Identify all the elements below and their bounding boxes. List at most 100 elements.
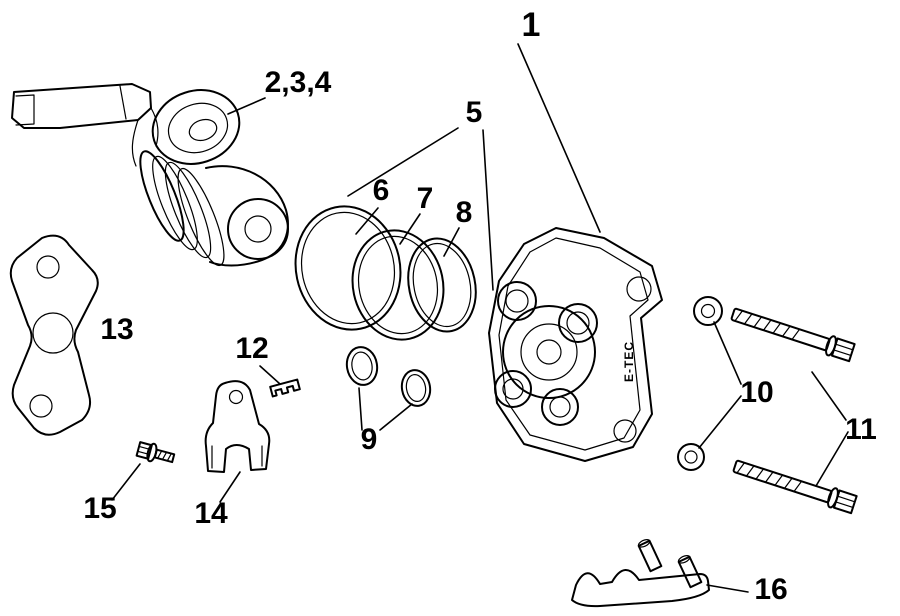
callout-11: 11 (845, 413, 877, 446)
bracket-outline (204, 380, 271, 473)
callout-12: 12 (235, 332, 268, 365)
housing-brand-text: E-TEC (622, 341, 636, 382)
clamp-pin-2 (677, 554, 703, 589)
washer-2-inner (684, 450, 698, 464)
clamp-pin-1-body (637, 539, 663, 573)
leader-line-5a (347, 127, 459, 197)
leader-line-2-3-4 (227, 97, 266, 115)
leader-line-7 (399, 213, 421, 245)
bracket-hole (228, 389, 244, 405)
small-o-ring-b-outer (400, 369, 432, 407)
washer-2-outer (677, 443, 705, 471)
clamp-pin-2-top (677, 554, 691, 564)
bolt-1-threads (734, 310, 801, 341)
gasket-hole-center (32, 312, 74, 354)
screw-thread-1 (157, 450, 163, 459)
o-ring-6-inner (300, 211, 396, 325)
leader-line-11a (811, 371, 847, 421)
part-mounting-bracket (204, 380, 271, 473)
o-ring-8-outer (407, 237, 477, 333)
gasket-outline (9, 234, 99, 436)
injector-barrel (205, 165, 289, 267)
leader-line-1 (517, 43, 601, 233)
leader-line-6 (355, 207, 379, 235)
callout-7: 7 (417, 182, 434, 215)
leader-line-15 (111, 463, 141, 501)
callout-9: 9 (361, 423, 378, 456)
bolt-1-head-facet-2 (833, 349, 852, 357)
washer-1-inner (700, 303, 716, 319)
part-washers (677, 296, 723, 471)
part-gasket-plate (9, 234, 99, 436)
gasket-hole-top (36, 255, 60, 279)
leader-line-16 (706, 584, 749, 593)
screw-head (135, 441, 153, 460)
injector-mount-arm (11, 83, 152, 129)
part-o-ring-6 (294, 205, 402, 331)
bolt-2-head-facet-2 (835, 501, 854, 509)
o-ring-6-outer (294, 205, 402, 331)
leader-line-9a (358, 387, 363, 431)
gasket-hole-bottom (29, 394, 53, 418)
small-o-ring-b-inner (405, 374, 427, 402)
leader-line-8 (443, 227, 460, 257)
callout-8: 8 (456, 196, 473, 229)
injector-rib-2 (152, 155, 198, 251)
housing-port-4-bore (549, 396, 571, 418)
injector-neck (131, 107, 159, 167)
part-o-ring-8 (407, 237, 477, 333)
callout-13: 13 (100, 313, 133, 346)
injector-cap-inner (167, 102, 229, 154)
clip-outline (269, 378, 301, 398)
callout-16: 16 (754, 573, 787, 606)
o-ring-8-inner (412, 242, 472, 328)
housing-outline (488, 227, 663, 462)
small-o-ring-a-outer (345, 346, 379, 386)
injector-rib-3 (164, 161, 212, 259)
callout-5: 5 (466, 96, 483, 129)
leader-line-11b (815, 431, 849, 487)
leader-line-10b (698, 395, 742, 449)
o-ring-7-outer (351, 229, 445, 341)
housing-port-3-bore (502, 378, 524, 400)
bolt-1-head-facet-1 (835, 343, 854, 351)
callout-2-3-4: 2,3,4 (265, 66, 332, 99)
leader-line-12 (259, 365, 281, 385)
part-o-ring-7 (351, 229, 445, 341)
leader-line-14 (219, 471, 241, 503)
bolt-1-shaft (730, 307, 831, 352)
housing-ear-hole-top (626, 276, 652, 302)
injector-cap-socket (188, 118, 218, 142)
screw-shaft (153, 448, 176, 464)
housing-port-1 (497, 281, 537, 321)
bolt-2-head-facet-1 (837, 495, 856, 503)
housing-bore-outer (502, 305, 596, 399)
bolt-2-threads (736, 462, 803, 493)
injector-arm-bend (119, 85, 127, 120)
housing-port-2-bore (566, 311, 590, 335)
part-small-o-rings (345, 346, 432, 407)
part-pin-clamp (571, 538, 710, 608)
part-bolt-2 (732, 459, 858, 515)
bolt-1-head (830, 337, 856, 363)
bolt-2-shaft (732, 459, 833, 504)
leader-line-10a (713, 321, 742, 385)
housing-bore-center (536, 339, 562, 365)
part-flange-screw (135, 441, 176, 464)
screw-thread-3 (166, 452, 172, 462)
injector-nose-tip (244, 215, 272, 243)
callout-10: 10 (740, 376, 773, 409)
leader-line-9b (379, 403, 413, 431)
housing-ear-hole-bottom (613, 419, 637, 443)
injector-cap-outer (151, 89, 241, 165)
housing-port-1-bore (505, 289, 529, 313)
injector-arm-notch (15, 94, 35, 126)
bolt-2-head (832, 489, 858, 515)
o-ring-7-inner (357, 235, 439, 335)
screw-thread-2 (161, 451, 168, 461)
injector-nose (227, 198, 289, 260)
callout-14: 14 (194, 497, 228, 530)
callout-1: 1 (522, 6, 541, 44)
